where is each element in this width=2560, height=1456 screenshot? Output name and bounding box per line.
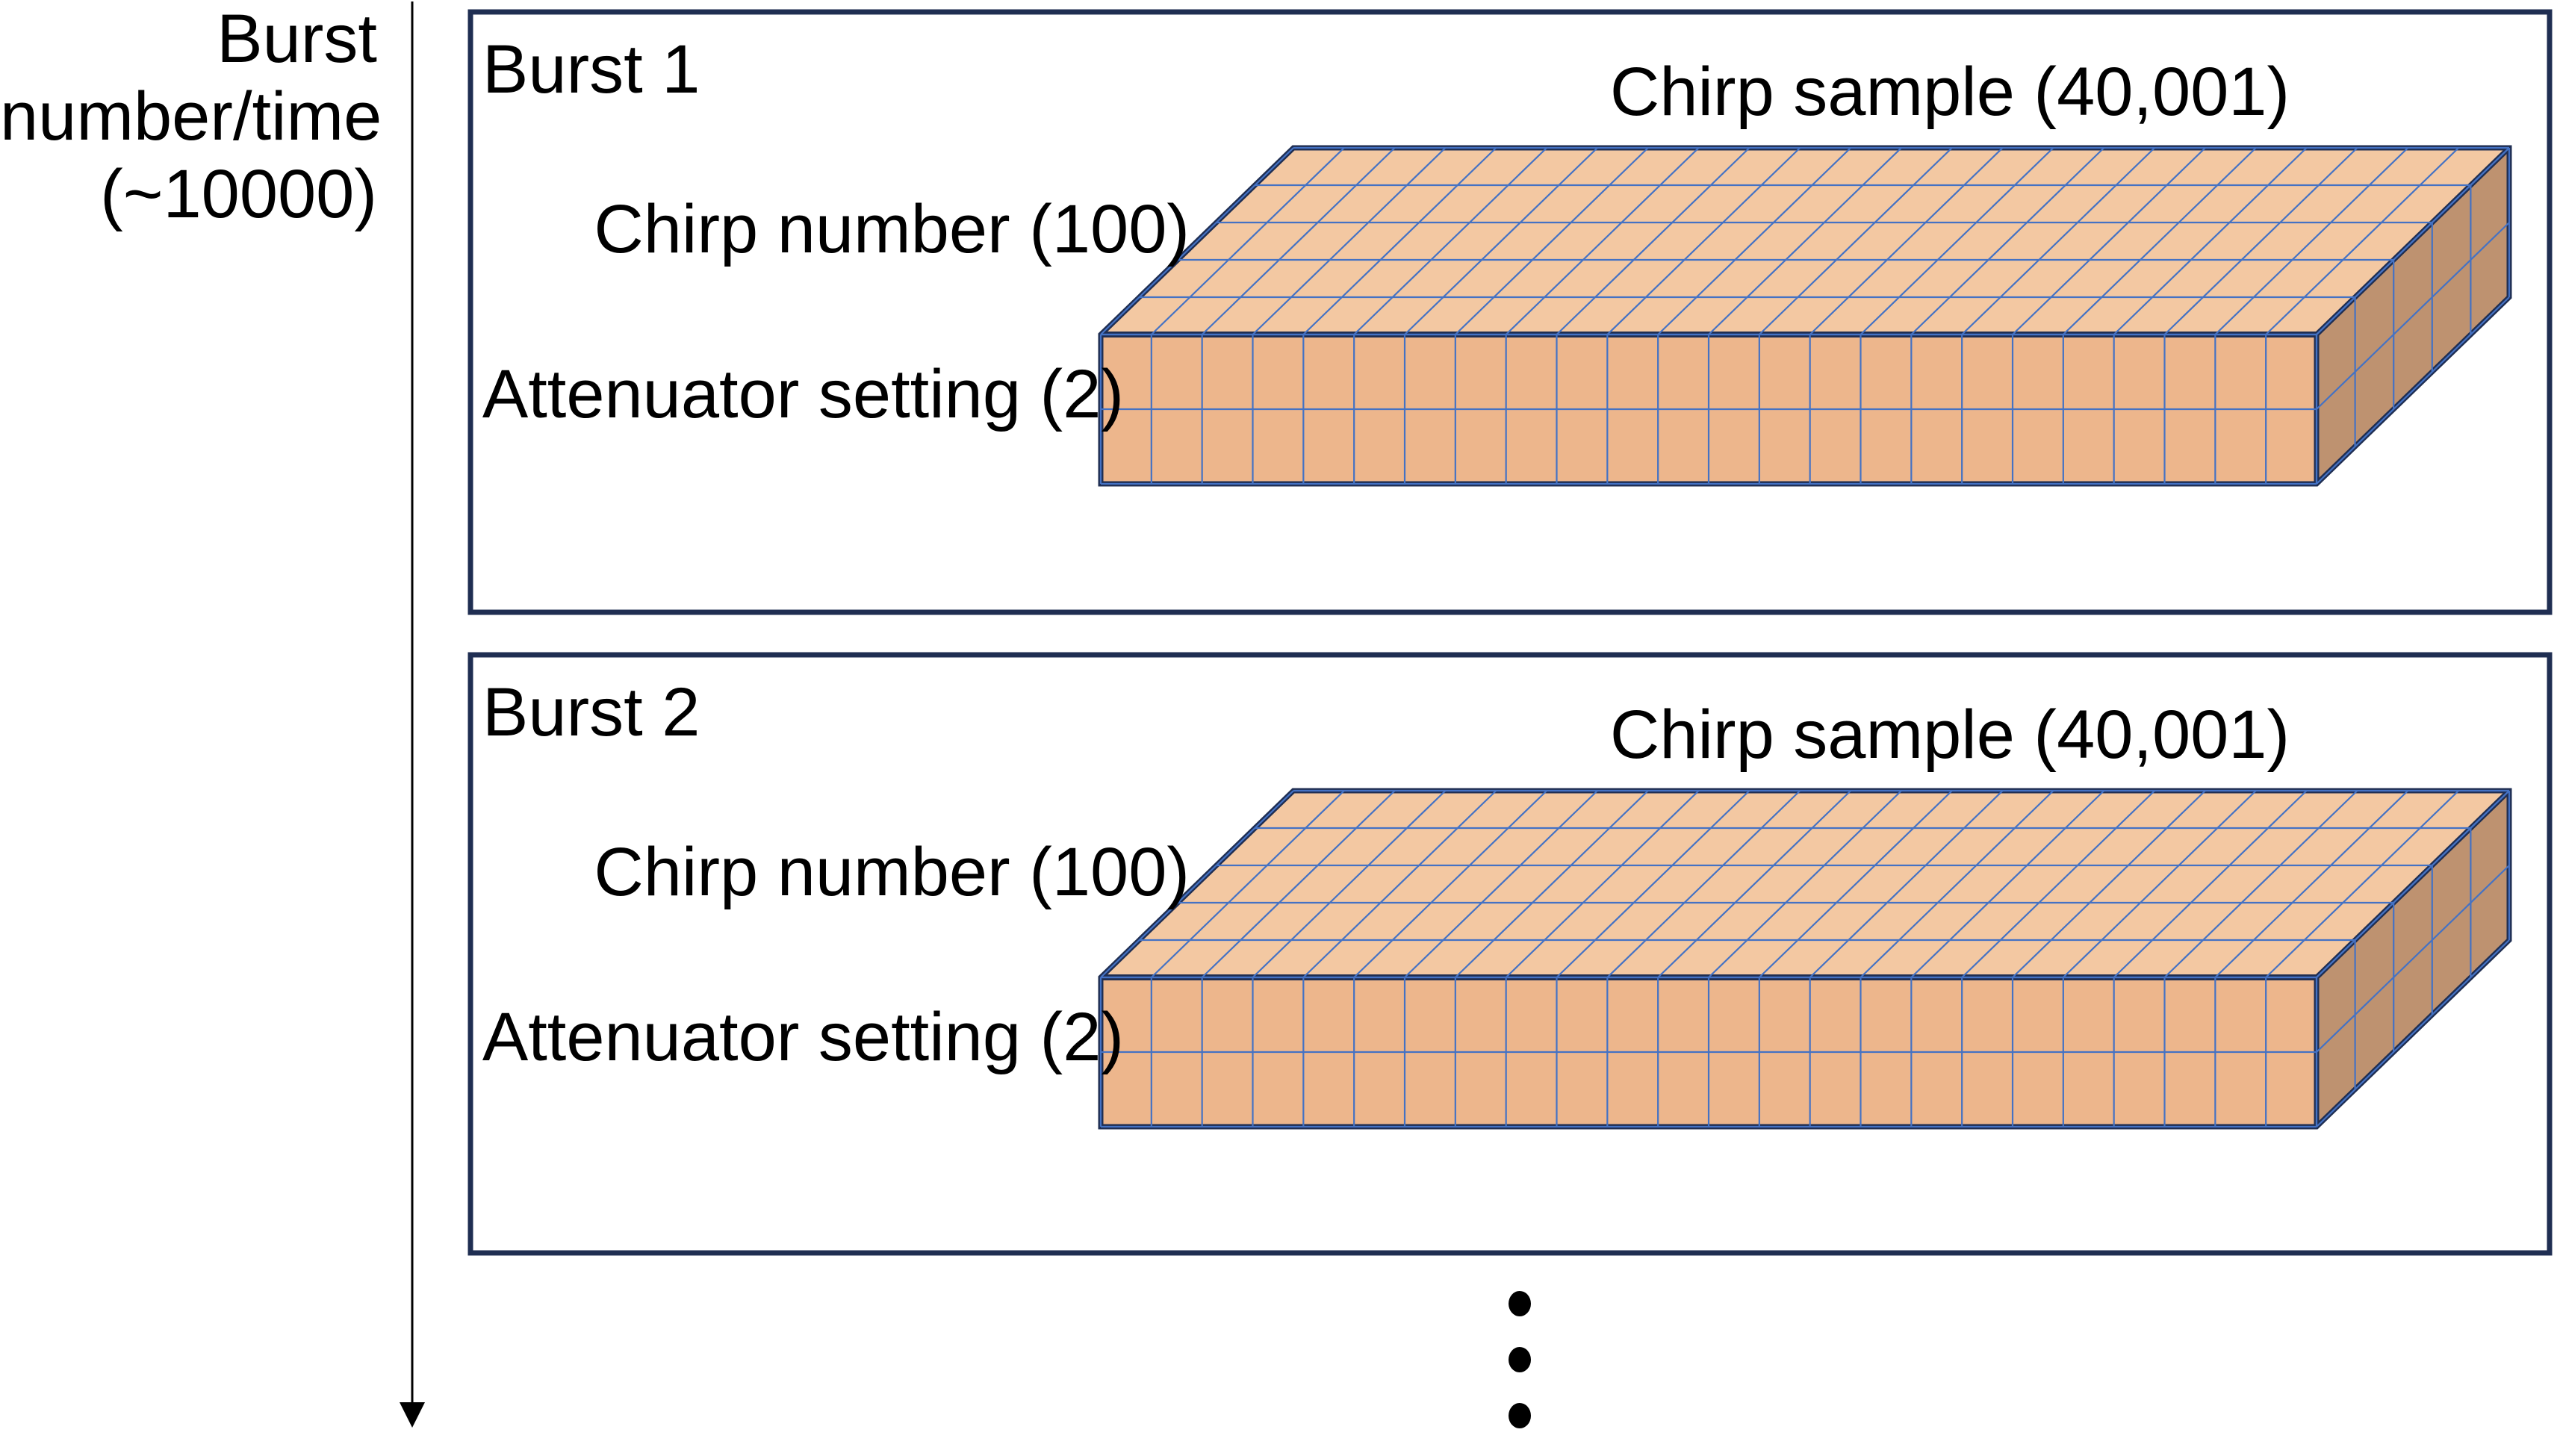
burst-1-title: Burst 1 — [482, 31, 700, 108]
burst-2-chirp-sample-label: Chirp sample (40,001) — [1609, 697, 2290, 773]
burst-axis-line-3: (~10000) — [100, 156, 377, 232]
burst-1-data-cuboid — [1098, 145, 2512, 487]
burst-2-box — [467, 652, 2553, 1256]
burst-axis-line-2: number/time — [0, 78, 382, 155]
burst-axis-label: Burst number/time (~10000) — [0, 0, 382, 233]
ellipsis-dots-icon — [1509, 1291, 1531, 1428]
burst-2-attenuator-label: Attenuator setting (2) — [482, 999, 1124, 1075]
burst-axis-line-1: Burst — [217, 1, 377, 77]
burst-1-chirp-number-label: Chirp number (100) — [594, 191, 1190, 267]
burst-time-arrow — [400, 1, 425, 1428]
burst-2-chirp-number-label: Chirp number (100) — [594, 834, 1190, 910]
burst-1-chirp-sample-label: Chirp sample (40,001) — [1609, 54, 2290, 130]
arrowhead-icon — [400, 1402, 425, 1428]
burst-1-box — [467, 9, 2553, 615]
burst-2-data-cuboid — [1098, 788, 2512, 1130]
burst-2-title: Burst 2 — [482, 674, 700, 750]
burst-1-attenuator-label: Attenuator setting (2) — [482, 356, 1124, 432]
